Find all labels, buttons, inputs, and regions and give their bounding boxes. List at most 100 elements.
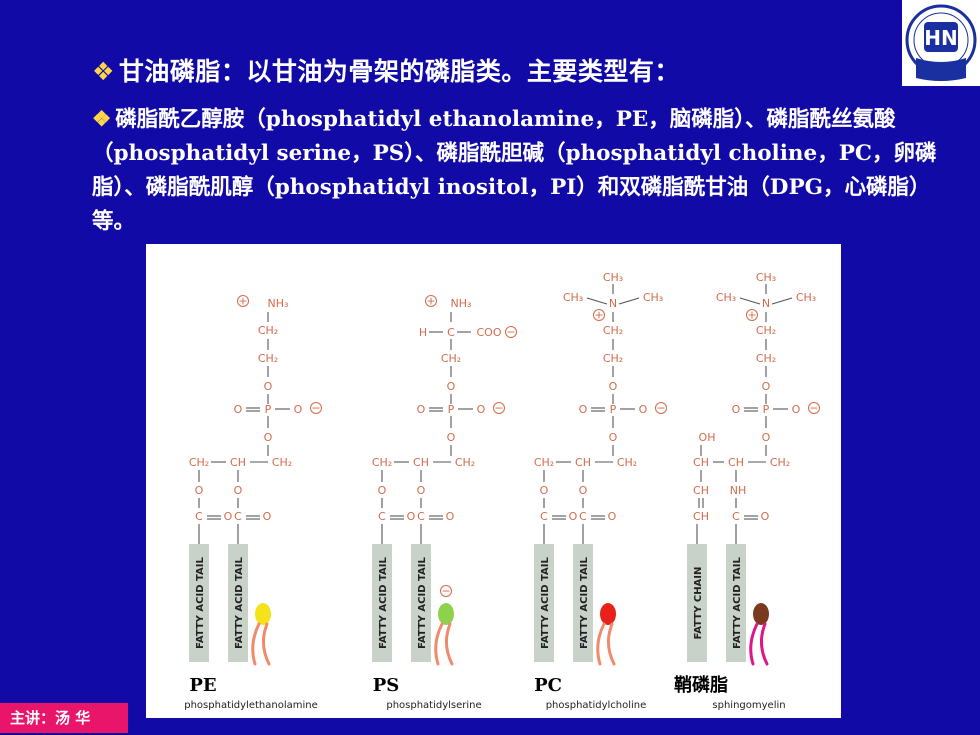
bond-line xyxy=(586,297,608,305)
bond-line xyxy=(739,297,761,305)
chem-label: O xyxy=(609,380,618,393)
phospholipid-types-paragraph: ❖磷脂酰乙醇胺（phosphatidyl ethanolamine，PE，脑磷脂… xyxy=(92,103,952,239)
chem-label: O xyxy=(417,403,426,416)
lipid-tail-icon xyxy=(596,622,616,666)
chem-label: O xyxy=(447,380,456,393)
chem-label: O xyxy=(264,431,273,444)
polar-head-icon xyxy=(600,603,616,625)
chem-label: NH₃ xyxy=(451,297,472,310)
charge-circle xyxy=(593,309,605,321)
chem-label: H xyxy=(419,326,427,339)
molecule-label: PE xyxy=(189,675,216,696)
chem-label: CH₃ xyxy=(796,291,816,304)
chem-label: CH₃ xyxy=(756,271,776,284)
chem-label: O xyxy=(407,510,416,523)
lecturer-footer: 主讲：汤 华 xyxy=(0,703,128,733)
fatty-tail-bar xyxy=(228,544,248,662)
chem-label: CH₃ xyxy=(563,291,583,304)
chem-label: CH₃ xyxy=(716,291,736,304)
chem-label: O xyxy=(792,403,801,416)
tail-label: FATTY ACID TAIL xyxy=(378,557,389,649)
chem-label: O xyxy=(732,403,741,416)
molecule-subtitle: phosphatidylethanolamine xyxy=(184,700,317,711)
chem-label: O xyxy=(234,403,243,416)
molecule-label: PC xyxy=(534,675,562,696)
chem-label: C xyxy=(447,326,455,339)
chem-label: C xyxy=(378,510,386,523)
chem-label: O xyxy=(446,510,455,523)
polar-head-icon xyxy=(438,603,454,625)
chem-label: CH₃ xyxy=(603,271,623,284)
tail-label: FATTY ACID TAIL xyxy=(417,557,428,649)
chem-label: O xyxy=(224,510,233,523)
charge-circle xyxy=(425,295,437,307)
charge-circle xyxy=(237,295,249,307)
chem-label: CH₂ xyxy=(534,456,554,469)
chem-label: O xyxy=(761,510,770,523)
chem-label: CH₂ xyxy=(770,456,790,469)
polar-head-icon xyxy=(255,603,271,625)
chem-label: N xyxy=(762,297,770,310)
tail-label: FATTY ACID TAIL xyxy=(732,557,743,649)
chem-label: OH xyxy=(699,431,716,444)
chem-label: O xyxy=(569,510,578,523)
charge-sign: − xyxy=(494,402,503,415)
charge-circle xyxy=(808,402,820,414)
chem-label: O xyxy=(234,484,243,497)
tail-label: FATTY ACID TAIL xyxy=(579,557,590,649)
chem-label: O xyxy=(762,431,771,444)
chem-label: O xyxy=(447,431,456,444)
molecule-subtitle: phosphatidylserine xyxy=(386,700,481,711)
chem-label: C xyxy=(195,510,203,523)
slide-title: ❖甘油磷脂：以甘油为骨架的磷脂类。主要类型有： xyxy=(92,52,680,88)
chem-label: CH₂ xyxy=(441,352,461,365)
charge-circle xyxy=(746,309,758,321)
molecule-label: 鞘磷脂 xyxy=(674,674,728,696)
fatty-tail-bar xyxy=(573,544,593,662)
charge-sign: + xyxy=(238,295,247,308)
tail-label: FATTY CHAIN xyxy=(693,567,704,640)
chem-label: O xyxy=(639,403,648,416)
charge-circle xyxy=(655,402,667,414)
charge-circle xyxy=(493,402,505,414)
fatty-tail-bar xyxy=(534,544,554,662)
chem-label: CH₂ xyxy=(272,456,292,469)
chem-label: CH₃ xyxy=(643,291,663,304)
lipid-tail-icon xyxy=(251,622,271,666)
chem-label: CH xyxy=(728,456,744,469)
chem-label: CH₂ xyxy=(603,352,623,365)
chem-label: CH₂ xyxy=(455,456,475,469)
fatty-tail-bar xyxy=(687,544,707,662)
diamond-bullet-icon: ❖ xyxy=(92,107,112,132)
polar-head-icon xyxy=(753,603,769,625)
charge-circle xyxy=(310,402,322,414)
chem-label: O xyxy=(417,484,426,497)
charge-sign: + xyxy=(747,309,756,322)
charge-sign: − xyxy=(809,402,818,415)
chem-label: O xyxy=(264,380,273,393)
chem-label: CH₂ xyxy=(617,456,637,469)
lipid-tail-icon xyxy=(749,622,769,666)
chem-label: CH xyxy=(575,456,591,469)
diamond-bullet-icon: ❖ xyxy=(92,57,115,86)
fatty-tail-bar xyxy=(411,544,431,662)
molecule-subtitle: phosphatidylcholine xyxy=(546,700,647,711)
charge-sign: + xyxy=(594,309,603,322)
charge-sign: − xyxy=(311,402,320,415)
chem-label: CH₂ xyxy=(258,324,278,337)
chem-label: CH xyxy=(693,510,709,523)
chem-label: P xyxy=(610,403,617,416)
fatty-tail-bar xyxy=(726,544,746,662)
chem-label: CH xyxy=(693,484,709,497)
chem-label: O xyxy=(579,403,588,416)
chem-label: CH₂ xyxy=(372,456,392,469)
molecule-label: PS xyxy=(373,675,400,696)
chem-label: C xyxy=(579,510,587,523)
chem-label: O xyxy=(477,403,486,416)
chem-label: CH₂ xyxy=(756,352,776,365)
molecule-subtitle: sphingomyelin xyxy=(712,700,785,711)
chem-label: O xyxy=(609,431,618,444)
chem-label: CH₂ xyxy=(258,352,278,365)
chem-label: P xyxy=(763,403,770,416)
